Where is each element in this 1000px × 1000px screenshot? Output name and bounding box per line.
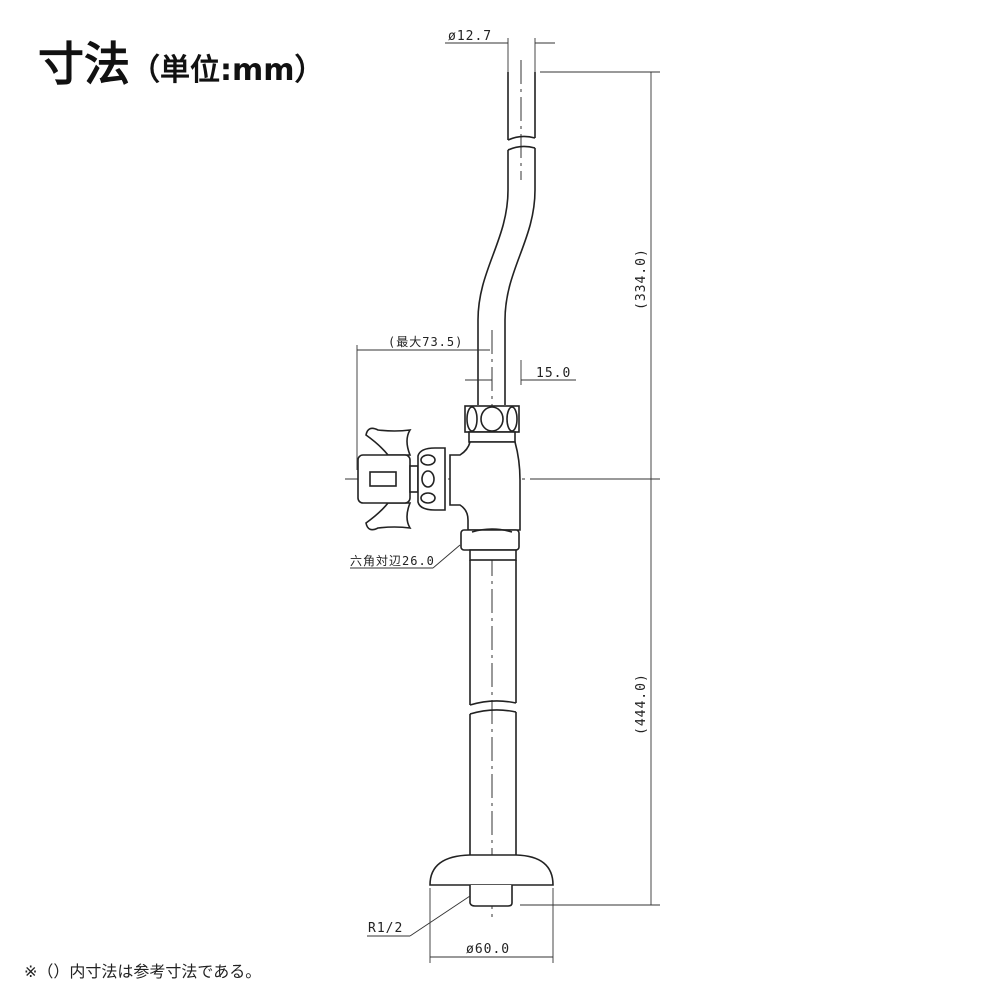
dim-label-flange-diameter: ø60.0 [466,942,510,957]
dim-label-hex: 六角対辺26.0 [350,554,435,568]
dim-max-reach: (最大73.5) [356,335,490,470]
valve-body [449,441,521,531]
dim-label-max-reach: (最大73.5) [388,335,463,349]
dim-thread: R1/2 [367,895,471,937]
dim-flange-diameter: ø60.0 [429,888,554,963]
dim-label-lower-height: (444.0) [634,673,649,735]
flange [429,854,554,907]
dim-heights: (334.0) (444.0) [520,71,660,906]
upper-pipe [477,72,536,405]
reference-note: ※（）内寸法は参考寸法である。 [24,962,262,981]
dim-label-offset: 15.0 [536,366,571,381]
dim-label-thread: R1/2 [368,921,403,936]
dim-label-upper-height: (334.0) [634,248,649,310]
dim-label-pipe-diameter: ø12.7 [448,29,492,44]
title-unit: （単位:mm） [130,53,325,88]
lower-pipe [469,560,517,856]
dim-offset: 15.0 [465,360,576,385]
bottom-nut [460,528,520,561]
page-title: 寸法（単位:mm） [38,28,325,94]
handle [357,427,446,531]
title-main: 寸法 [38,37,130,91]
dim-pipe-diameter: ø12.7 [445,29,555,72]
top-nut [464,405,520,443]
dim-hex: 六角対辺26.0 [350,544,461,569]
